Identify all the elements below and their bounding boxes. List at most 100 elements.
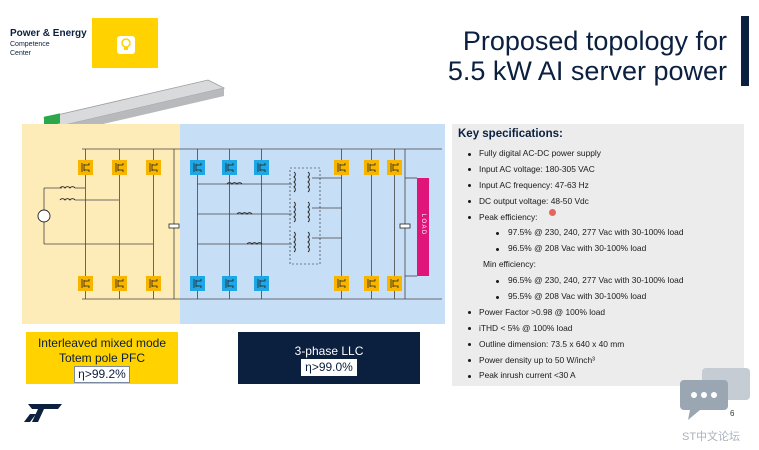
- chat-bubbles-icon[interactable]: [676, 366, 752, 424]
- llc-switch-top: [222, 160, 237, 175]
- st-logo-icon: [24, 404, 62, 422]
- pfc-label-box: Interleaved mixed mode Totem pole PFC η>…: [26, 332, 178, 384]
- circuit-wires: [43, 148, 442, 300]
- spec-text: 96.5% @ 208 Vac with 30-100% load: [508, 243, 647, 254]
- switch-array: [78, 160, 402, 291]
- bullet-icon: [468, 152, 471, 156]
- pfc-label-line1: Interleaved mixed mode: [37, 336, 167, 350]
- brand-text: Power & Energy Competence Center: [10, 28, 90, 58]
- spec-text: Fully digital AC-DC power supply: [479, 148, 601, 158]
- pfc-inductor: [59, 186, 76, 189]
- spec-item: 96.5% @ 230, 240, 277 Vac with 30-100% l…: [452, 273, 744, 289]
- spec-item: Power Factor >0.98 @ 100% load: [452, 305, 744, 321]
- forum-watermark: ST中文论坛: [682, 431, 741, 443]
- spec-text: Power density up to 50 W/inch³: [479, 354, 595, 365]
- rectifier-switch-top: [364, 160, 379, 175]
- transformer-bank: [289, 167, 321, 265]
- spec-item: iTHD < 5% @ 100% load: [452, 321, 744, 337]
- specs-panel: Key specifications: Fully digital AC-DC …: [452, 124, 744, 386]
- pfc-switch-bottom: [78, 276, 93, 291]
- spec-item: Min efficiency:: [452, 257, 744, 273]
- llc-switch-bottom: [190, 276, 205, 291]
- pfc-efficiency: η>99.2%: [74, 366, 130, 383]
- lightbulb-icon: [117, 36, 135, 54]
- spec-text: Input AC frequency: 47-63 Hz: [479, 179, 589, 190]
- title-accent-bar: [741, 16, 749, 86]
- transformer-primary: [293, 231, 296, 253]
- spec-text: 95.5% @ 208 Vac with 30-100% load: [508, 291, 647, 302]
- transformer-primary: [293, 201, 296, 223]
- llc-label-line1: 3-phase LLC: [294, 344, 364, 358]
- pfc-switch-top: [146, 160, 161, 175]
- brand-subtitle-1: Competence: [10, 41, 50, 48]
- bullet-icon: [468, 374, 471, 378]
- page-title: Proposed topology for 5.5 kW AI server p…: [448, 26, 727, 86]
- brand-logo-box: [92, 18, 158, 68]
- llc-switch-bottom: [222, 276, 237, 291]
- rectifier-switch-top: [387, 160, 402, 175]
- bullet-icon: [468, 184, 471, 188]
- resonant-inductor: [246, 242, 263, 245]
- spec-item: DC output voltage: 48-50 Vdc: [452, 194, 744, 210]
- topology-schematic: L O A D: [37, 148, 442, 300]
- llc-efficiency: η>99.0%: [301, 359, 357, 376]
- title-line-2: 5.5 kW AI server power: [447, 56, 727, 86]
- spec-item: Outline dimension: 73.5 x 640 x 40 mm: [452, 337, 744, 353]
- spec-item: Input AC voltage: 180-305 VAC: [452, 162, 744, 178]
- brand-title: Power & Energy: [10, 28, 87, 39]
- spec-text: Min efficiency:: [483, 259, 536, 270]
- bullet-icon: [496, 247, 499, 251]
- spec-text: Outline dimension: 73.5 x 640 x 40 mm: [479, 338, 625, 349]
- spec-item: Input AC frequency: 47-63 Hz: [452, 178, 744, 194]
- spec-item: 95.5% @ 208 Vac with 30-100% load: [452, 289, 744, 305]
- transformer-primary: [293, 171, 296, 193]
- load-label: L O A D: [420, 214, 426, 235]
- transformer-secondary: [307, 171, 310, 193]
- spec-text: 96.5% @ 230, 240, 277 Vac with 30-100% l…: [508, 275, 684, 286]
- page-number: 6: [730, 409, 735, 418]
- llc-label-box: 3-phase LLC η>99.0%: [238, 332, 420, 384]
- bullet-icon: [468, 200, 471, 204]
- bullet-icon: [468, 311, 471, 315]
- pfc-switch-top: [112, 160, 127, 175]
- bullet-icon: [468, 359, 471, 363]
- specs-title: Key specifications:: [458, 128, 563, 140]
- bullet-icon: [468, 168, 471, 172]
- rectifier-switch-bottom: [364, 276, 379, 291]
- bullet-icon: [496, 295, 499, 299]
- dc-link-capacitor: [168, 223, 180, 229]
- bullet-icon: [468, 343, 471, 347]
- bullet-icon: [468, 216, 471, 220]
- load-box: [417, 178, 429, 276]
- spec-item: 96.5% @ 208 Vac with 30-100% load: [452, 241, 744, 257]
- spec-item: Peak efficiency:: [452, 210, 744, 226]
- resonant-inductor: [226, 182, 243, 185]
- transformer-secondary: [307, 201, 310, 223]
- spec-text: Peak inrush current <30 A: [479, 370, 576, 381]
- ac-source-icon: [37, 209, 51, 223]
- brand-subtitle-2: Center: [10, 50, 32, 57]
- llc-switch-bottom: [254, 276, 269, 291]
- pfc-switch-bottom: [112, 276, 127, 291]
- transformer-secondary: [307, 231, 310, 253]
- spec-text: Power Factor >0.98 @ 100% load: [479, 306, 606, 317]
- title-line-1: Proposed topology for: [462, 26, 727, 56]
- spec-item: Peak inrush current <30 A: [452, 368, 744, 384]
- output-capacitor: [399, 223, 411, 229]
- spec-item: 97.5% @ 230, 240, 277 Vac with 30-100% l…: [452, 225, 744, 241]
- pointer-dot: [549, 209, 556, 216]
- spec-text: Peak efficiency:: [479, 211, 538, 222]
- rectifier-switch-top: [334, 160, 349, 175]
- spec-text: 97.5% @ 230, 240, 277 Vac with 30-100% l…: [508, 227, 684, 238]
- pfc-label-line2: Totem pole PFC: [58, 351, 146, 365]
- rectifier-switch-bottom: [387, 276, 402, 291]
- spec-text: DC output voltage: 48-50 Vdc: [479, 195, 589, 206]
- rectifier-switch-bottom: [334, 276, 349, 291]
- spec-text: Input AC voltage: 180-305 VAC: [479, 163, 595, 174]
- bullet-icon: [496, 279, 499, 283]
- load-block: L O A D: [417, 178, 429, 276]
- spec-item: Power density up to 50 W/inch³: [452, 353, 744, 369]
- passive-components: [37, 167, 411, 265]
- resonant-inductor: [236, 212, 253, 215]
